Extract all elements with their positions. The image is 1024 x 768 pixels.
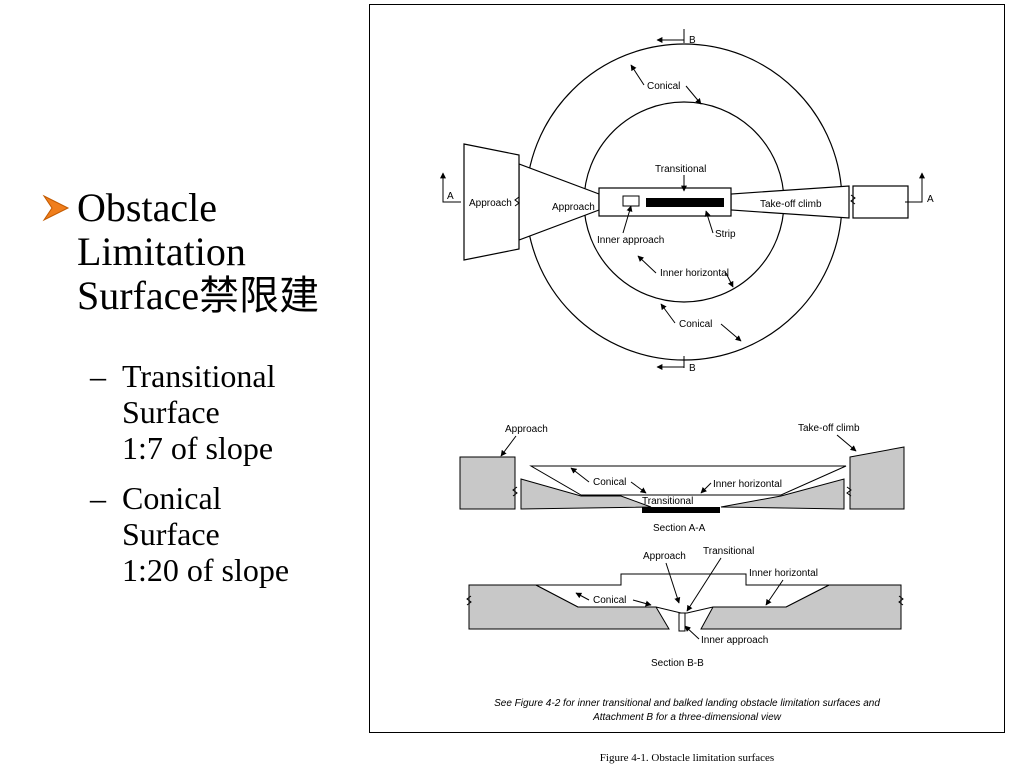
sub-bullet-line: Transitional <box>122 358 276 394</box>
aa-takeoff-label: Take-off climb <box>798 423 860 434</box>
approach-inner-label: Approach <box>552 202 595 213</box>
sub-bullet-line: 1:7 of slope <box>122 430 274 466</box>
sub-bullet-line: Conical <box>122 480 222 516</box>
plan-view: B B A A Conical Transitional Approach Ap… <box>440 29 934 374</box>
bullet-list: Obstacle Limitation Surface禁限建 – Transit… <box>40 186 370 588</box>
bb-inner-approach-box <box>678 612 686 632</box>
takeoff-climb-label: Take-off climb <box>760 199 822 210</box>
inner-horizontal-label: Inner horizontal <box>660 268 729 279</box>
section-a-left-label: A <box>447 191 454 202</box>
approach-outer-label: Approach <box>469 198 512 209</box>
bb-approach-label: Approach <box>643 551 686 562</box>
ground-right <box>720 478 845 510</box>
bb-conical-label: Conical <box>593 595 626 606</box>
bb-inner-horizontal-label: Inner horizontal <box>749 568 818 579</box>
sub-bullet-transitional: – Transitional Surface 1:7 of slope <box>40 358 370 466</box>
bullet-arrow-icon <box>42 194 70 222</box>
aa-section-label: Section A-A <box>653 523 706 534</box>
bullet-title-line-1: Obstacle <box>77 185 217 230</box>
obstacle-surfaces-diagram: B B A A Conical Transitional Approach Ap… <box>440 29 934 723</box>
aa-conical-label: Conical <box>593 477 626 488</box>
approach-block <box>459 456 516 510</box>
sub-bullet-dash: – <box>90 358 106 394</box>
figure-note-line-2: Attachment B for a three-dimensional vie… <box>592 712 782 723</box>
break-mark <box>850 194 856 205</box>
figure-note-line-1: See Figure 4-2 for inner transitional an… <box>494 698 880 709</box>
runway-section <box>642 507 720 513</box>
section-b-bottom-label: B <box>689 363 696 374</box>
bullet-title-line-3: Surface禁限建 <box>77 273 320 318</box>
bullet-title-line-2: Limitation <box>77 229 246 274</box>
transitional-label: Transitional <box>655 164 706 175</box>
bb-section-label: Section B-B <box>651 658 704 669</box>
break-mark <box>514 196 520 207</box>
bb-inner-approach-label: Inner approach <box>701 635 768 646</box>
bb-inner-horizontal-surface <box>535 573 830 614</box>
section-b-top-label: B <box>689 35 696 46</box>
sub-bullet-dash: – <box>90 480 106 516</box>
approach-outer-surface <box>463 143 520 261</box>
inner-horizontal-surface <box>529 465 847 496</box>
figure-frame: B B A A Conical Transitional Approach Ap… <box>369 4 1005 733</box>
sub-bullet-line: Surface <box>122 516 220 552</box>
sub-bullet-conical: – Conical Surface 1:20 of slope <box>40 480 370 588</box>
aa-inner-horizontal-label: Inner horizontal <box>713 479 782 490</box>
figure-caption: Figure 4-1. Obstacle limitation surfaces <box>599 752 775 764</box>
main-bullet: Obstacle Limitation Surface禁限建 <box>40 186 370 318</box>
bb-transitional-label: Transitional <box>703 546 754 557</box>
aa-transitional-label: Transitional <box>642 496 693 507</box>
ground-left <box>520 478 652 510</box>
aa-approach-label: Approach <box>505 424 548 435</box>
runway-strip <box>646 198 724 207</box>
section-a-right-label: A <box>927 194 934 205</box>
section-bb: Approach Transitional Inner horizontal C… <box>466 546 904 669</box>
takeoff-block <box>849 446 905 510</box>
inner-approach-box <box>622 195 640 207</box>
strip-label: Strip <box>715 229 736 240</box>
conical-label-top: Conical <box>647 81 680 92</box>
conical-label-bottom: Conical <box>679 319 712 330</box>
section-aa: Approach Take-off climb Conical Inner ho… <box>459 423 905 534</box>
sub-bullet-line: Surface <box>122 394 220 430</box>
inner-approach-label: Inner approach <box>597 235 664 246</box>
sub-bullet-line: 1:20 of slope <box>122 552 290 588</box>
takeoff-outer-surface <box>852 185 909 219</box>
